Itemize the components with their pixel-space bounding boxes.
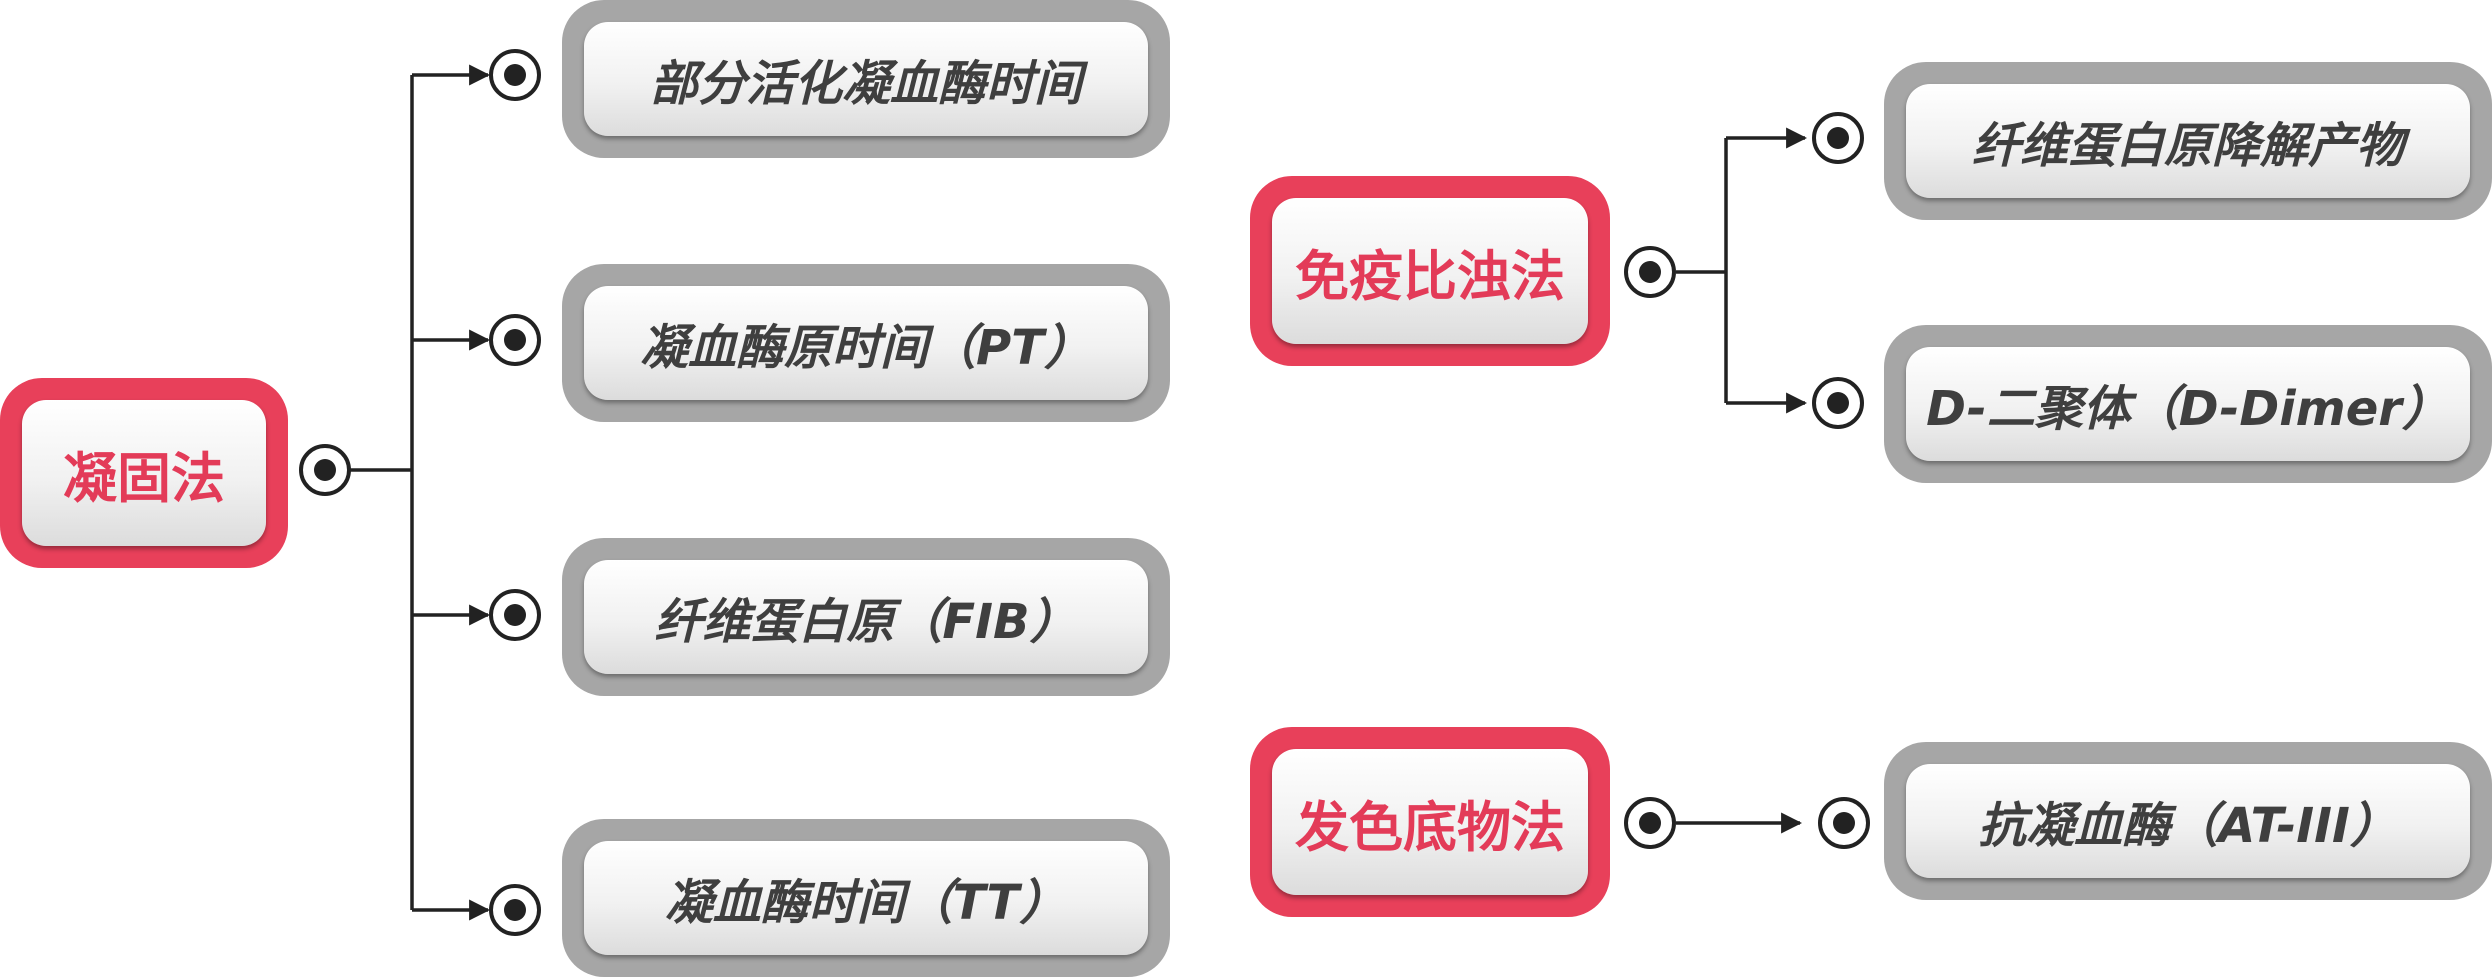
node-dot bbox=[1812, 112, 1864, 164]
item-at3: 抗凝血酶（AT-III） bbox=[1884, 742, 2492, 900]
category-chromogenic: 发色底物法 bbox=[1250, 727, 1610, 917]
node-dot bbox=[489, 884, 541, 936]
item-label: 凝血酶时间（TT） bbox=[664, 875, 1068, 931]
category-label: 免疫比浊法 bbox=[1295, 244, 1565, 308]
item-label: 抗凝血酶（AT-III） bbox=[1978, 798, 2398, 854]
item-label: 凝血酶原时间（PT） bbox=[640, 320, 1092, 376]
node-dot bbox=[489, 314, 541, 366]
item-fdp: 纤维蛋白原降解产物 bbox=[1884, 62, 2492, 220]
node-dot bbox=[1624, 246, 1676, 298]
node-dot bbox=[1624, 797, 1676, 849]
node-dot bbox=[1812, 377, 1864, 429]
item-label: 纤维蛋白原降解产物 bbox=[1971, 118, 2404, 174]
item-aptt: 部分活化凝血酶时间 bbox=[562, 0, 1170, 158]
category-label: 发色底物法 bbox=[1295, 795, 1565, 859]
category-coagulation: 凝固法 bbox=[0, 378, 288, 568]
node-dot bbox=[489, 49, 541, 101]
category-label: 凝固法 bbox=[63, 446, 225, 510]
item-ddimer: D-二聚体（D-Dimer） bbox=[1884, 325, 2492, 483]
item-label: 部分活化凝血酶时间 bbox=[649, 56, 1082, 112]
node-dot bbox=[299, 444, 351, 496]
item-pt: 凝血酶原时间（PT） bbox=[562, 264, 1170, 422]
item-label: D-二聚体（D-Dimer） bbox=[1926, 381, 2450, 437]
item-tt: 凝血酶时间（TT） bbox=[562, 819, 1170, 977]
node-dot bbox=[1818, 797, 1870, 849]
item-fib: 纤维蛋白原（FIB） bbox=[562, 538, 1170, 696]
node-dot bbox=[489, 589, 541, 641]
category-immunoturbidimetric: 免疫比浊法 bbox=[1250, 176, 1610, 366]
item-label: 纤维蛋白原（FIB） bbox=[654, 594, 1078, 650]
